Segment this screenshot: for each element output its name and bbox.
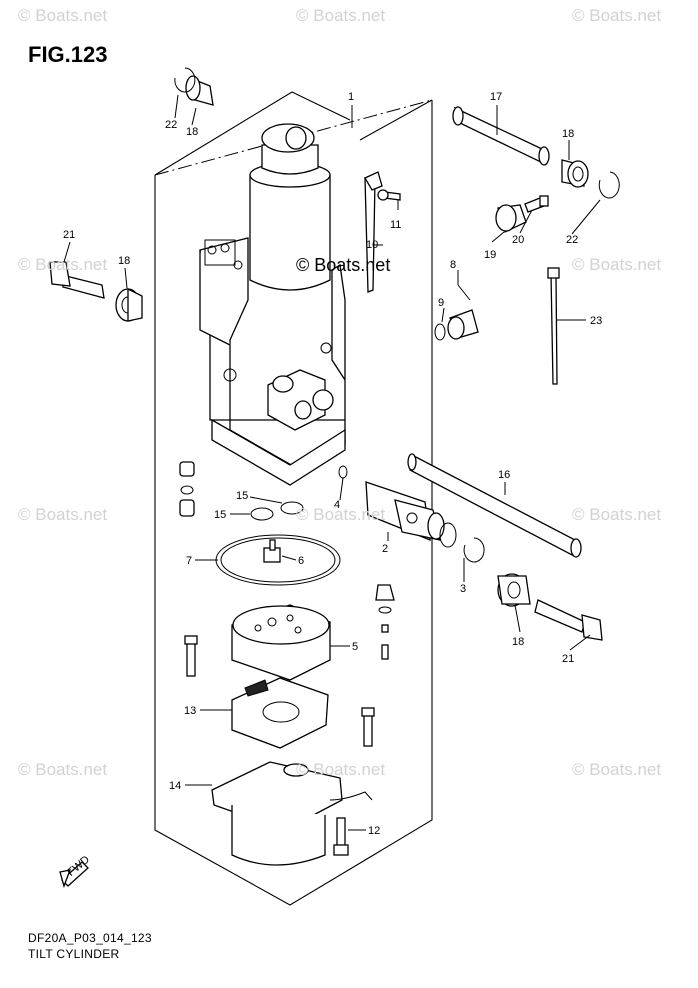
callout-16: 16 [498,469,510,481]
watermark-top-left: © Boats.net [18,6,108,25]
callout-13: 13 [184,705,196,717]
assembly-frame [154,91,433,906]
callout-12: 12 [368,825,380,837]
part-11-screw [377,189,401,201]
callout-1: 1 [348,91,354,103]
watermark-row2-left: © Boats.net [18,255,108,274]
callout-18-top-right: 18 [562,128,574,140]
part-22-snap-ring-top-left [174,67,196,93]
figure-caption: TILT CYLINDER [28,947,120,961]
part-16-rod [407,453,582,558]
part-15-o-ring-a [250,507,274,521]
part-6-pin [263,539,281,563]
callout-21-right: 21 [562,653,574,665]
part-17-pin [452,106,550,166]
part-18-bushing-top-left [185,75,214,106]
watermark-row3-center: © Boats.net [296,505,386,524]
callout-21-left: 21 [63,229,75,241]
watermark-row3-left: © Boats.net [18,505,108,524]
watermark-top-center: © Boats.net [296,6,386,25]
watermark-row2-right: © Boats.net [572,255,662,274]
part-5-pump-body [231,604,331,681]
watermark-row4-left: © Boats.net [18,760,108,779]
callout-18-bottom-right: 18 [512,636,524,648]
callout-19: 19 [484,249,496,261]
callout-22-right: 22 [566,234,578,246]
part-21-bolt-left [49,261,105,299]
part-8-plug [447,309,479,340]
callout-10: 10 [366,239,378,251]
small-valve-parts-center [375,584,395,660]
callout-6: 6 [298,555,304,567]
model-code: DF20A_P03_014_123 [28,931,152,945]
callout-4: 4 [334,499,340,511]
small-valve-parts-left [179,461,195,517]
pump-bolt-left [184,635,198,677]
watermark-row4-right: © Boats.net [572,760,662,779]
callout-17: 17 [490,91,502,103]
callout-18-top-left: 18 [186,126,198,138]
part-1-tilt-cylinder-body [199,123,346,486]
watermark-row4-center: © Boats.net [296,760,386,779]
callout-23: 23 [590,315,602,327]
part-10-clamp [364,171,383,293]
part-4-o-ring [338,465,348,479]
leader-lines [63,94,601,831]
fwd-arrow-icon [59,861,89,889]
callout-15-b: 15 [214,509,226,521]
callout-labels: 1 17 18 22 18 11 10 8 9 21 18 19 20 22 2… [63,91,602,879]
plate-bolt-right [361,707,375,747]
part-9-o-ring [434,323,446,341]
part-2-valve [365,481,445,542]
callout-11: 11 [390,219,401,231]
callout-15-a: 15 [236,490,248,502]
part-18-bushing-top-right [561,159,589,188]
part-18-bushing-bottom-right [497,573,531,607]
callout-8: 8 [450,259,456,271]
part-3-snap-ring [439,522,485,563]
part-20-bolt [524,195,549,213]
part-15-o-ring-b [280,501,304,515]
callout-20: 20 [512,234,524,246]
callout-9: 9 [438,297,444,309]
callout-3: 3 [460,583,466,595]
figure-title: FIG.123 [28,42,108,67]
part-12-screw [333,817,349,856]
part-19-stopper [495,204,527,233]
part-23-cable-tie [547,267,560,385]
watermark-center: © Boats.net [296,255,391,275]
callout-22-top-left: 22 [165,119,177,131]
watermark-row3-right: © Boats.net [572,505,662,524]
callout-2: 2 [382,543,388,555]
callout-14: 14 [169,780,181,792]
callout-7: 7 [186,555,192,567]
part-13-plate [231,677,329,749]
part-14-motor [211,761,373,866]
watermark-top-right: © Boats.net [572,6,662,25]
part-22-snap-ring-right [598,171,620,199]
part-18-bushing-left [115,287,143,322]
part-21-bolt-right [534,599,603,641]
callout-18-left: 18 [118,255,130,267]
callout-5: 5 [352,641,358,653]
